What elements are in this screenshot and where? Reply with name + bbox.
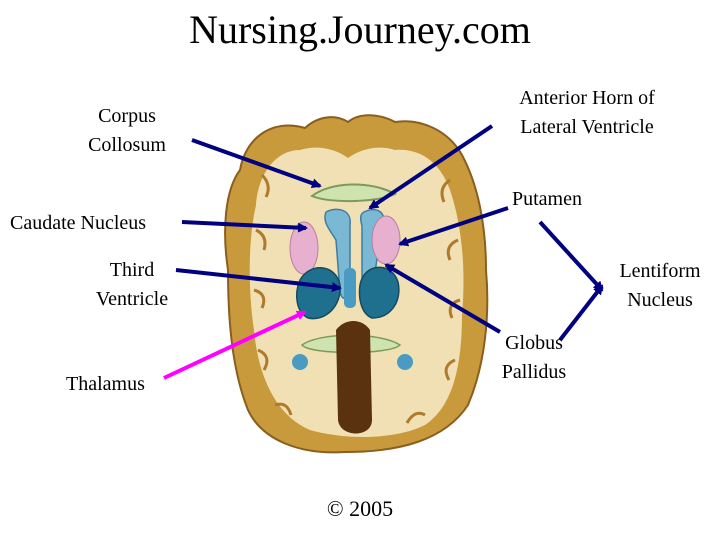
thalamus-right-shape xyxy=(358,266,400,319)
arrow-thalamus xyxy=(163,310,307,380)
label-third-ventricle: Third Ventricle xyxy=(95,259,169,310)
third-ventricle-shape xyxy=(344,268,356,308)
posterior-ventricle-right xyxy=(397,354,413,370)
posterior-ventricle-left xyxy=(292,354,308,370)
pointer-arrows xyxy=(175,124,604,342)
brain-section xyxy=(224,114,489,454)
gyri-folds xyxy=(253,173,461,424)
dark-tissue xyxy=(336,321,372,434)
arrow-lentiform-from-globus xyxy=(558,284,604,342)
label-anterior-horn: Anterior Horn of Lateral Ventricle xyxy=(519,87,655,138)
label-lentiform-nucleus: Lentiform Nucleus xyxy=(619,260,701,311)
label-putamen: Putamen xyxy=(512,188,582,210)
label-thalamus: Thalamus xyxy=(66,373,145,395)
arrow-corpus-collosum xyxy=(191,138,322,188)
arrow-putamen xyxy=(398,206,509,247)
arrow-anterior-horn xyxy=(368,124,494,210)
caudate-right-shape xyxy=(371,215,401,265)
corpus-callosum-shape xyxy=(310,183,398,203)
copyright: © 2005 xyxy=(326,496,394,521)
arrow-third-ventricle xyxy=(175,268,342,293)
arrow-lentiform-from-putamen xyxy=(538,220,604,292)
thalamus-left-shape xyxy=(295,267,341,320)
arrow-globus-pallidus xyxy=(384,263,502,334)
label-corpus-collosum: Corpus Collosum xyxy=(88,105,166,156)
page-title: Nursing.Journey.com xyxy=(189,7,531,52)
label-caudate-nucleus: Caudate Nucleus xyxy=(10,212,147,234)
arrow-caudate-nucleus xyxy=(181,220,308,233)
label-globus-pallidus: Globus Pallidus xyxy=(501,332,567,383)
